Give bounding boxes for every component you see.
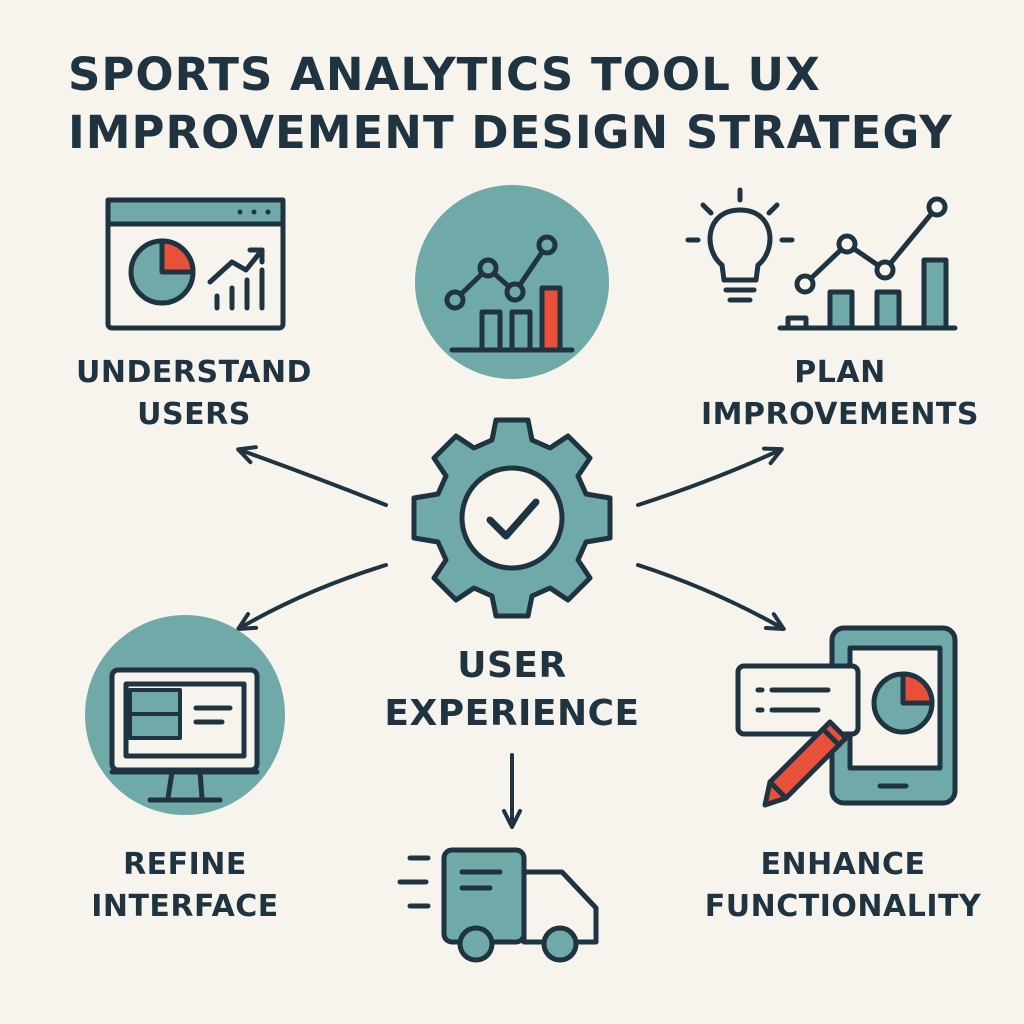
label-plan-improvements: PLAN IMPROVEMENTS <box>700 355 980 432</box>
page-title: SPORTS ANALYTICS TOOL UX IMPROVEMENT DES… <box>68 46 968 162</box>
lightbulb-chart-icon <box>685 187 958 331</box>
title-line-1: SPORTS ANALYTICS TOOL UX <box>68 48 821 101</box>
label-understand-users: UNDERSTAND USERS <box>76 355 312 432</box>
dashboard-window-icon <box>105 197 286 331</box>
connector-arrows <box>236 445 786 829</box>
arrow-to-plan-improvements <box>636 446 784 507</box>
arrow-to-understand-users <box>236 445 388 507</box>
gear-check-icon <box>411 417 613 619</box>
arrow-to-refine-interface <box>236 563 388 632</box>
line-bar-chart-icon <box>415 185 609 379</box>
arrow-to-enhance-functionality <box>636 563 786 631</box>
label-refine-interface: REFINE INTERFACE <box>91 847 279 924</box>
label-enhance-functionality: ENHANCE FUNCTIONALITY <box>704 847 982 924</box>
delivery-truck-icon <box>397 847 599 963</box>
title-line-2: IMPROVEMENT DESIGN STRATEGY <box>68 106 953 159</box>
monitor-icon <box>85 615 285 815</box>
label-user-experience: USER EXPERIENCE <box>384 645 640 734</box>
tablet-pencil-icon <box>735 625 958 808</box>
